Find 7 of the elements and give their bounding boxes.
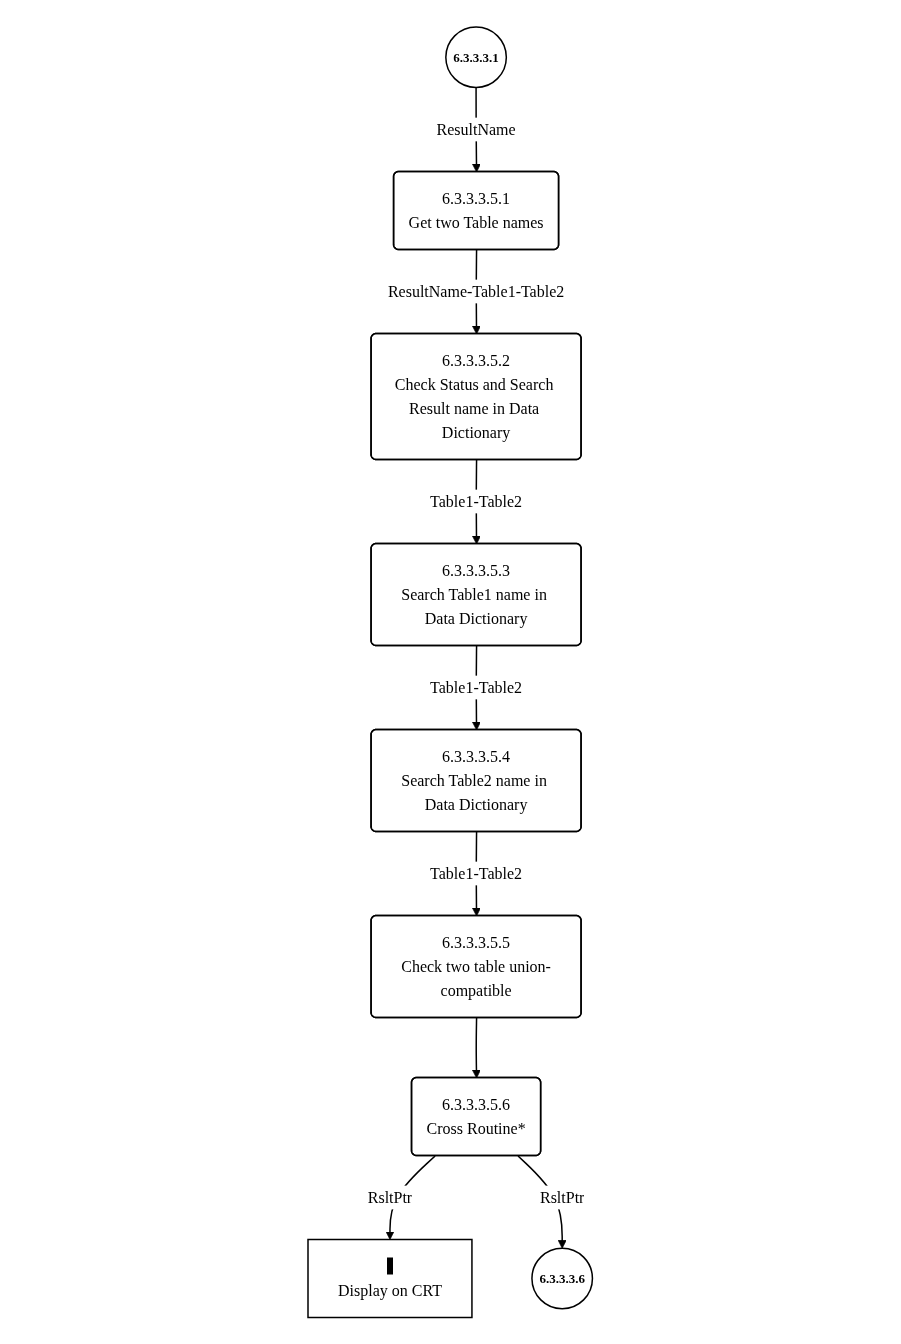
edge-label: RsltPtr [540,1188,585,1206]
edge-label: ResultName-Table1-Table2 [388,282,565,300]
edge-label: ResultName [436,120,516,138]
edge-label: Table1-Table2 [430,864,523,882]
edge-label: Table1-Table2 [430,492,523,510]
edge-label: RsltPtr [368,1188,413,1206]
edge-label: Table1-Table2 [430,678,523,696]
